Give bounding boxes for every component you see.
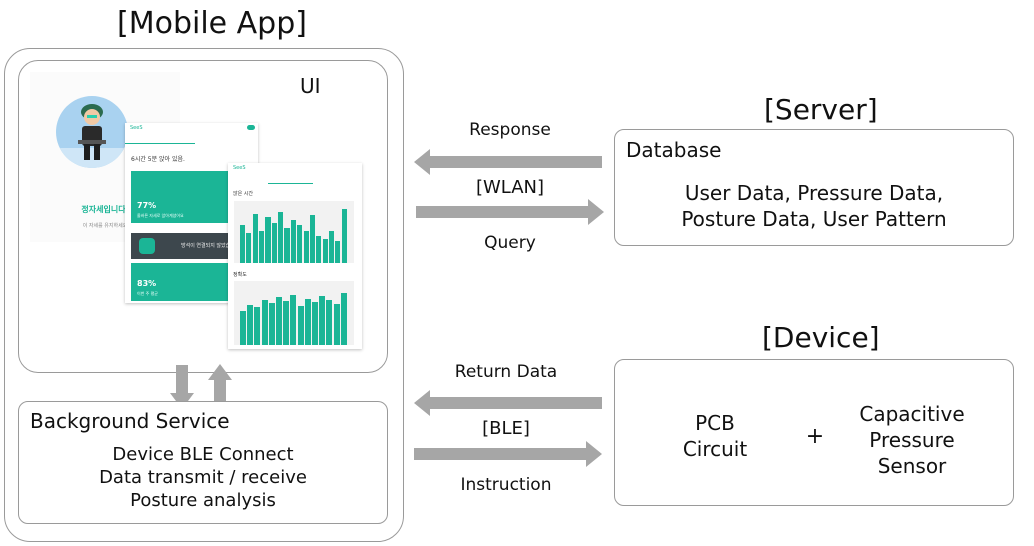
instruction-arrow-icon	[414, 441, 602, 467]
device-status-text: 방석이 연결되지 않았습니다	[181, 243, 240, 249]
accuracy-value: 77%	[137, 201, 157, 210]
chart-bar	[268, 303, 275, 345]
database-line-2: Posture Data, User Pattern	[681, 207, 947, 231]
summary-tab-underline	[125, 143, 195, 144]
chart-bar	[278, 211, 284, 263]
chart-bar	[240, 225, 246, 263]
chart-bar	[340, 293, 347, 345]
chart-bar	[335, 241, 341, 263]
chart-bar	[247, 304, 254, 345]
chart-bar	[283, 301, 290, 345]
chart-bar	[254, 306, 261, 345]
database-line-1: User Data, Pressure Data,	[684, 181, 944, 205]
instruction-label: Instruction	[460, 475, 552, 495]
wlan-label: [WLAN]	[475, 177, 545, 198]
response-arrow-icon	[414, 149, 602, 175]
chart-bar	[265, 217, 271, 263]
summary-card-header: 6시간 5분 앉아 있음.	[131, 156, 185, 163]
response-label: Response	[469, 120, 551, 140]
background-service-panel	[18, 401, 388, 524]
sensor-line-3: Sensor	[877, 454, 947, 478]
posture-status-subtext: 이 자세를 유지하세요	[82, 223, 128, 229]
database-label: Database	[626, 138, 722, 162]
cushion-icon	[139, 238, 155, 254]
device-title: [Device]	[762, 321, 880, 354]
chart-bar	[319, 295, 326, 345]
charts-tab-underline	[268, 183, 313, 184]
summary-toggle-icon[interactable]	[247, 125, 255, 130]
server-title: [Server]	[764, 93, 878, 126]
down-arrow-icon	[170, 365, 194, 409]
chart-bar	[290, 294, 297, 345]
chart-bar	[246, 233, 252, 263]
ble-label: [BLE]	[482, 418, 530, 439]
chart-bar	[261, 300, 268, 345]
chart-bar	[240, 311, 246, 345]
database-box	[614, 129, 1014, 246]
sensor-line-2: Pressure	[869, 428, 955, 452]
bg-service-line-2: Data transmit / receive	[99, 467, 307, 488]
chart1-title: 앉은 시간	[233, 191, 253, 197]
background-service-title: Background Service	[30, 409, 230, 433]
chart-bar	[297, 225, 303, 263]
chart-bar	[316, 236, 322, 263]
sitting-time-chart	[234, 201, 354, 263]
chart-bar	[284, 227, 290, 263]
chart-bar	[312, 302, 318, 345]
bg-service-line-3: Posture analysis	[130, 490, 276, 511]
summary-app-name: SeeS	[130, 125, 143, 131]
mobile-app-title: [Mobile App]	[117, 6, 307, 41]
chart-bar	[322, 238, 328, 263]
ui-label: UI	[300, 74, 321, 98]
pcb-line-2: Circuit	[682, 437, 748, 461]
sensor-line-1: Capacitive	[859, 402, 965, 426]
posture-status-text: 정자세입니다.	[81, 205, 129, 214]
plus-sign: +	[805, 424, 825, 449]
charts-app-name: SeeS	[233, 165, 246, 171]
return-data-arrow-icon	[414, 390, 602, 416]
chart-bar	[328, 230, 335, 263]
seated-person-icon	[56, 104, 128, 168]
chart-bar	[297, 305, 304, 345]
pcb-line-1: PCB	[695, 411, 735, 435]
chart-bar	[309, 215, 316, 263]
chart-bar	[271, 222, 277, 263]
up-arrow-icon	[208, 364, 232, 408]
avatar	[56, 96, 128, 168]
chart-bar	[259, 230, 265, 263]
bg-service-line-1: Device BLE Connect	[112, 444, 294, 465]
chart-bar	[303, 230, 309, 263]
return-data-label: Return Data	[454, 362, 558, 382]
device-box	[614, 359, 1014, 506]
chart-bar	[326, 300, 333, 345]
charts-screen: SeeS 앉은 시간 정확도	[228, 163, 362, 349]
weekly-value: 83%	[137, 279, 157, 288]
accuracy-subtext: 올바른 자세로 앉아계셨어요	[137, 213, 184, 218]
chart-bar	[290, 219, 296, 263]
chart2-title: 정확도	[233, 272, 247, 278]
weekly-subtext: 이번 주 평균	[137, 291, 158, 296]
query-arrow-icon	[416, 199, 604, 225]
chart-bar	[341, 209, 347, 263]
accuracy-chart	[234, 281, 354, 345]
query-label: Query	[484, 233, 536, 253]
chart-bar	[276, 297, 282, 345]
chart-bar	[333, 303, 340, 345]
chart-bar	[304, 299, 311, 345]
chart-bar	[252, 214, 258, 263]
